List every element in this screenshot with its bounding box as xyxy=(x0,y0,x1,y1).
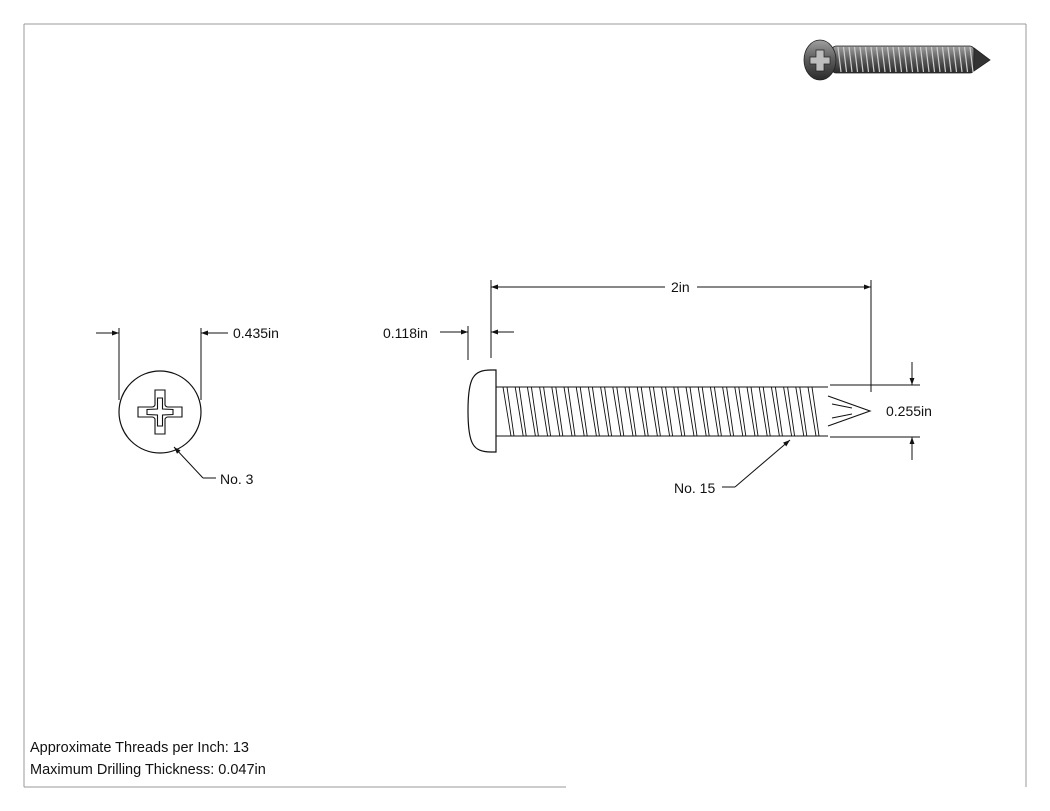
thumbnail-thread-line xyxy=(963,46,969,73)
thumbnail-thread-line xyxy=(853,46,859,73)
thread-line xyxy=(587,386,600,437)
thread-diameter-dimension xyxy=(830,362,920,460)
side-view: 2in 0.118in 0.255in No. 15 xyxy=(383,279,932,496)
thumbnail-thread-line xyxy=(870,46,875,73)
thread-line xyxy=(795,386,808,437)
head-height-dimension xyxy=(440,326,514,360)
thread-line xyxy=(575,386,588,437)
thumbnail-thread-line xyxy=(952,46,958,73)
thread-size-leader xyxy=(722,439,791,488)
thumbnail-thread-line xyxy=(969,46,974,73)
thumbnail-thread-line xyxy=(908,46,914,73)
length-label: 2in xyxy=(671,279,690,295)
max-drilling-thickness-note: Maximum Drilling Thickness: 0.047in xyxy=(30,762,266,778)
thread-line xyxy=(648,386,661,437)
thread-line xyxy=(526,386,539,437)
head-diameter-dimension xyxy=(96,328,228,400)
thread-line xyxy=(551,386,564,437)
thread-line xyxy=(514,386,527,437)
thumbnail-thread-line xyxy=(886,46,892,73)
thumbnail-thread-line xyxy=(925,46,930,73)
thread-size-label: No. 15 xyxy=(674,480,715,496)
thread-line xyxy=(612,386,625,437)
thread-line xyxy=(661,386,674,437)
screw-thumbnail-icon xyxy=(803,39,991,81)
thread-line xyxy=(673,386,686,437)
head-outline xyxy=(118,370,202,454)
thread-line xyxy=(807,386,820,437)
screw-head xyxy=(467,369,497,453)
thumbnail-thread-line xyxy=(897,46,903,73)
drive-size-label: No. 3 xyxy=(220,471,254,487)
sheet-border xyxy=(23,23,1027,788)
head-height-label: 0.118in xyxy=(383,325,428,341)
thumbnail-thread-line xyxy=(859,46,864,73)
screw-threads xyxy=(502,386,820,437)
thumbnail-thread-line xyxy=(958,46,963,73)
thread-line xyxy=(758,386,771,437)
end-view: 0.435in No. 3 xyxy=(96,325,279,487)
phillips-cross-icon xyxy=(137,389,183,435)
thread-line xyxy=(502,386,515,437)
thumbnail-thread-line xyxy=(892,46,897,73)
thread-line xyxy=(770,386,783,437)
thread-line xyxy=(697,386,710,437)
threads-per-inch-note: Approximate Threads per Inch: 13 xyxy=(30,740,249,756)
thread-line xyxy=(624,386,637,437)
thread-line xyxy=(685,386,698,437)
head-diameter-label: 0.435in xyxy=(233,325,279,341)
thread-line xyxy=(734,386,747,437)
screw-tip xyxy=(827,395,872,427)
thumbnail-thread-line xyxy=(903,46,908,73)
thumbnail-thread-line xyxy=(919,46,925,73)
thumbnail-thread-line xyxy=(930,46,936,73)
thread-line xyxy=(636,386,649,437)
thread-line xyxy=(722,386,735,437)
thread-line xyxy=(539,386,552,437)
thumbnail-thread-line xyxy=(864,46,870,73)
thread-line xyxy=(783,386,796,437)
thread-line xyxy=(600,386,613,437)
thumbnail-thread-line xyxy=(875,46,881,73)
thumbnail-thread-line xyxy=(947,46,952,73)
thumbnail-thread-line xyxy=(914,46,919,73)
thread-line xyxy=(563,386,576,437)
thumbnail-thread-line xyxy=(848,46,853,73)
thread-line xyxy=(709,386,722,437)
thumbnail-thread-line xyxy=(936,46,941,73)
drive-leader xyxy=(173,446,216,479)
thread-diameter-label: 0.255in xyxy=(886,403,932,419)
thread-line xyxy=(746,386,759,437)
length-dimension xyxy=(490,280,872,392)
thumbnail-thread-line xyxy=(881,46,886,73)
thumbnail-thread-line xyxy=(941,46,947,73)
thumbnail-thread-line xyxy=(837,46,842,73)
thumbnail-thread-line xyxy=(842,46,848,73)
